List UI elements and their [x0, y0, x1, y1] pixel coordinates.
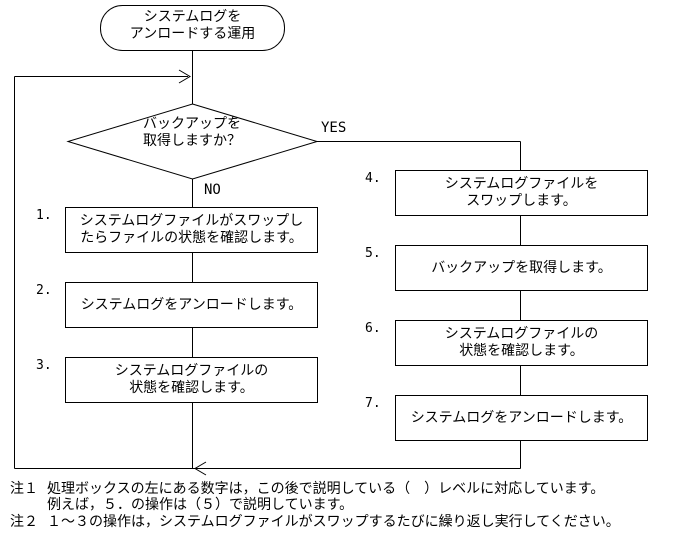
process-box-label: バックアップを取得します。	[431, 259, 612, 276]
process-box-step-1: システムログファイルがスワップし たらファイルの状態を確認します。	[65, 207, 318, 253]
process-box-step-3: システムログファイルの 状態を確認します。	[65, 357, 318, 403]
footnote-text: １～３の操作は，システムログファイルがスワップするたびに繰り返し実行してください…	[47, 514, 620, 530]
arrowhead-loop-right-icon	[178, 69, 191, 84]
step-number: 5.	[365, 246, 381, 261]
process-box-step-4: システムログファイルを スワップします。	[395, 170, 648, 216]
terminal-label: システムログを アンロードする運用	[129, 9, 256, 42]
process-box-step-7: システムログをアンロードします。	[395, 395, 648, 441]
footnote-text: 処理ボックスの左にある数字は，この後で説明している（ ）レベルに対応しています。…	[47, 481, 605, 513]
arrowhead-merge-left-icon	[194, 461, 207, 476]
step-number: 7.	[365, 396, 381, 411]
footnote-2: 注２ １～３の操作は，システムログファイルがスワップするたびに繰り返し実行してく…	[10, 514, 620, 530]
decision-label: バックアップを 取得しますか？	[143, 116, 241, 149]
process-box-label: システムログファイルの 状態を確認します。	[114, 363, 269, 396]
process-box-label: システムログファイルがスワップし たらファイルの状態を確認します。	[79, 213, 304, 246]
step-number: 4.	[365, 171, 381, 186]
process-box-step-5: バックアップを取得します。	[395, 245, 648, 291]
process-box-step-2: システムログをアンロードします。	[65, 282, 318, 328]
footnote-label: 注２	[10, 514, 38, 530]
footnote-label: 注１	[10, 481, 38, 497]
process-box-label: システムログをアンロードします。	[410, 409, 633, 426]
no-branch-label: NO	[204, 182, 221, 198]
step-number: 6.	[365, 321, 381, 336]
process-box-step-6: システムログファイルの 状態を確認します。	[395, 320, 648, 366]
yes-branch-label: YES	[321, 120, 347, 136]
footnote-1: 注１ 処理ボックスの左にある数字は，この後で説明している（ ）レベルに対応してい…	[10, 481, 604, 513]
process-box-label: システムログをアンロードします。	[80, 296, 303, 313]
step-number: 2.	[36, 283, 52, 298]
step-number: 3.	[36, 358, 52, 373]
process-box-label: システムログファイルの 状態を確認します。	[444, 326, 599, 359]
step-number: 1.	[36, 208, 52, 223]
terminator-shape	[100, 5, 285, 51]
process-box-label: システムログファイルを スワップします。	[444, 176, 599, 209]
